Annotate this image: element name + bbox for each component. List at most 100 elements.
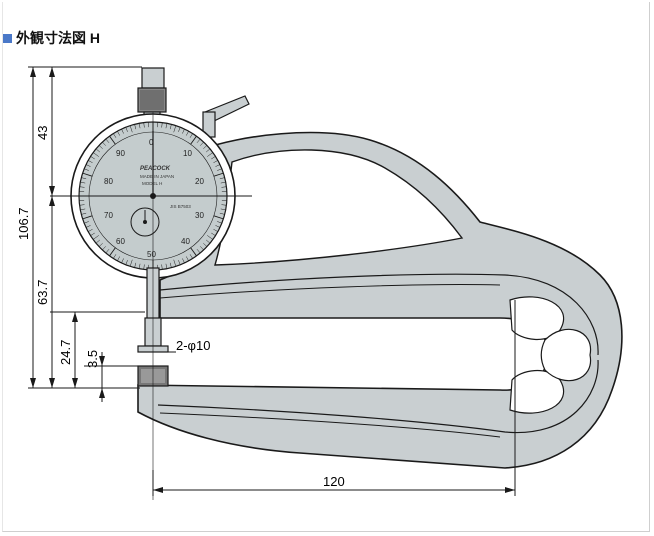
dial-tick (200, 141, 204, 146)
dial-tick (88, 229, 93, 232)
dial-tick (98, 145, 103, 149)
dial-tick (178, 127, 181, 132)
dial-label-0: 0 (149, 138, 154, 147)
dial-tick (102, 141, 106, 146)
dial-brand: PEACOCK (140, 166, 171, 172)
dial-tick (98, 243, 103, 247)
dial-tick (173, 259, 177, 267)
dial-spec: JIS B7503 (170, 204, 191, 209)
dial-tick (102, 246, 106, 251)
dim-contact: 2-φ10 (176, 338, 210, 353)
end-hole-middle (540, 328, 592, 382)
dial-tick (213, 172, 224, 177)
dial-tick (92, 235, 99, 240)
dial-tick (113, 133, 117, 138)
dial-tick (121, 258, 124, 264)
dial-tick (186, 256, 189, 261)
dial-tick (221, 186, 227, 188)
dial-tick (138, 263, 141, 269)
end-hole-lower (509, 370, 565, 414)
dial-tick (213, 229, 218, 232)
dial-tick (220, 181, 226, 184)
dial-tick (221, 204, 227, 206)
dial-tick (125, 127, 128, 132)
dial-tick (219, 212, 225, 215)
dial-made-in: MADE IN JAPAN (140, 174, 174, 179)
dial-tick (178, 260, 181, 265)
dim-lower-height: 63.7 (35, 280, 50, 305)
dial-label-70: 70 (104, 211, 113, 220)
dial-tick (211, 156, 216, 160)
dim-upper-height: 43 (35, 126, 50, 140)
dial-tick (206, 239, 211, 244)
dial-tick (215, 225, 221, 228)
dial-tick (129, 259, 133, 267)
dial-label-10: 10 (183, 149, 192, 158)
dial-tick (79, 204, 85, 206)
dial-tick (81, 212, 87, 215)
dial-tick (109, 247, 116, 257)
dial-tick (88, 160, 93, 163)
upper-rib-line-2 (159, 284, 501, 299)
dial-tick (196, 138, 201, 143)
section-title: 外観寸法図 H (16, 30, 100, 46)
dial-label-20: 20 (195, 177, 204, 186)
dial-tick (207, 235, 214, 240)
dial-tick (211, 232, 216, 236)
dial-label-80: 80 (104, 177, 113, 186)
dial-tick (190, 247, 197, 257)
dial-tick (138, 123, 141, 129)
upper-rib-line (159, 273, 599, 356)
dial-tick (84, 168, 89, 171)
dial-tick (92, 152, 99, 157)
lower-rib-line (157, 359, 599, 434)
dial-tick (105, 138, 110, 143)
dial-tick (84, 221, 89, 224)
dial-tick (85, 225, 91, 228)
dial-label-50: 50 (147, 250, 156, 259)
dial-tick (217, 168, 222, 171)
dial-tick (90, 156, 95, 160)
dial-tick (113, 254, 117, 259)
dial-tick (117, 256, 120, 261)
dim-gap-height: 24.7 (58, 340, 73, 365)
dimension-arrows (30, 67, 515, 493)
dial-tick (206, 148, 211, 153)
dial-label-40: 40 (181, 237, 190, 246)
dimension-lines (28, 66, 516, 496)
dial-tick (200, 246, 204, 251)
dial-tick (82, 172, 93, 177)
dial-tick (190, 135, 197, 145)
dial-tick (117, 131, 120, 136)
section-heading: 外観寸法図 H (3, 28, 100, 48)
dial-tick (165, 123, 168, 129)
dial-tick (105, 249, 110, 254)
dial-tick (213, 160, 218, 163)
dial-tick (143, 264, 145, 270)
dial-tick (95, 239, 100, 244)
dial-label-30: 30 (195, 211, 204, 220)
dial-tick (80, 181, 86, 184)
dim-overall-height: 106.7 (16, 207, 31, 240)
dial-tick (79, 186, 85, 188)
dial-tick (129, 125, 133, 133)
dial-label-60: 60 (116, 237, 125, 246)
dial-tick (220, 208, 226, 211)
dial-tick (215, 164, 221, 167)
dial-tick (143, 122, 145, 128)
square-bullet-icon (3, 33, 12, 43)
dial-tick (173, 125, 177, 133)
dial-tick (169, 124, 172, 130)
dial-tick (213, 215, 224, 220)
dial-tick (186, 131, 189, 136)
dial-tick (81, 177, 87, 180)
dial-tick (203, 145, 208, 149)
dial-tick (207, 152, 214, 157)
dial-tick (219, 177, 225, 180)
dial-tick (161, 264, 163, 270)
dial-tick (217, 221, 222, 224)
dim-throat-depth: 120 (323, 474, 345, 489)
dial-tick (125, 260, 128, 265)
end-hole-upper (509, 296, 565, 340)
